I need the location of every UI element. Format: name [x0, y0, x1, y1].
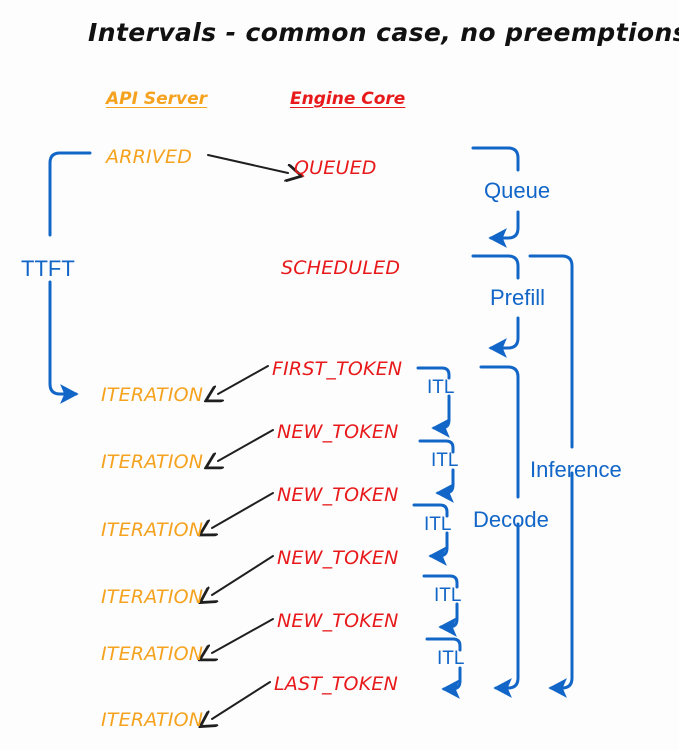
event-iteration-2: ITERATION — [101, 451, 204, 473]
column-header-engine-core: Engine Core — [290, 89, 406, 109]
bracket-queue — [471, 146, 520, 248]
page-title: Intervals - common case, no preemptions — [88, 18, 679, 47]
event-scheduled: SCHEDULED — [281, 257, 401, 279]
bracket-itl-group — [412, 366, 462, 699]
event-iteration-6: ITERATION — [101, 709, 204, 731]
event-new-token-1: NEW_TOKEN — [277, 421, 399, 443]
event-iteration-5: ITERATION — [101, 643, 204, 665]
interval-label-itl-4: ITL — [434, 585, 462, 606]
interval-label-decode: Decode — [473, 507, 549, 532]
event-iteration-1: ITERATION — [101, 384, 204, 406]
interval-label-itl-1: ITL — [427, 377, 455, 398]
interval-label-queue: Queue — [484, 178, 551, 203]
interval-label-itl-2: ITL — [431, 450, 459, 471]
event-queued: QUEUED — [294, 157, 377, 179]
bracket-decode — [479, 365, 520, 698]
event-new-token-3: NEW_TOKEN — [277, 547, 399, 569]
arrow-token-to-iteration-group — [212, 365, 274, 719]
interval-label-itl-5: ITL — [437, 648, 465, 669]
event-first-token: FIRST_TOKEN — [272, 358, 403, 380]
event-new-token-2: NEW_TOKEN — [277, 484, 399, 506]
arrow-arrived-to-queued — [207, 154, 288, 173]
bracket-inference — [528, 254, 574, 698]
interval-label-ttft: TTFT — [21, 256, 75, 281]
column-header-api-server: API Server — [106, 89, 208, 109]
event-arrived: ARRIVED — [106, 146, 193, 168]
event-iteration-4: ITERATION — [101, 586, 204, 608]
event-last-token: LAST_TOKEN — [274, 673, 398, 695]
interval-label-inference: Inference — [530, 457, 622, 482]
event-iteration-3: ITERATION — [101, 519, 204, 541]
bracket-prefill — [471, 254, 520, 358]
interval-label-itl-3: ITL — [424, 514, 452, 535]
event-new-token-4: NEW_TOKEN — [277, 610, 399, 632]
bracket-ttft — [48, 151, 92, 404]
interval-label-prefill: Prefill — [490, 285, 546, 310]
